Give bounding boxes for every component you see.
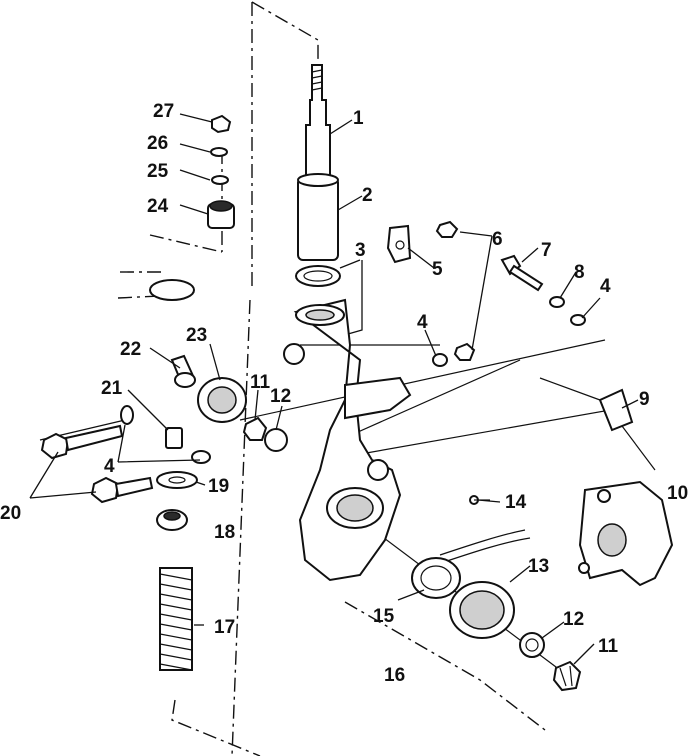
callout-13: 13 bbox=[528, 556, 549, 577]
washer-left bbox=[120, 405, 211, 464]
leader-lines bbox=[29, 113, 639, 665]
callout-20: 20 bbox=[0, 503, 21, 524]
bracket bbox=[386, 224, 412, 264]
dust-seal bbox=[411, 557, 461, 599]
callout-23: 23 bbox=[186, 325, 207, 346]
callout-1: 1 bbox=[353, 108, 364, 129]
callout-6: 6 bbox=[492, 229, 503, 250]
callout-4-mid: 4 bbox=[417, 312, 428, 333]
rubber-bushing bbox=[197, 377, 247, 423]
spacer-upper bbox=[264, 428, 288, 452]
callout-11-lower: 11 bbox=[598, 636, 619, 657]
brake-pad bbox=[598, 388, 634, 432]
callout-8: 8 bbox=[574, 262, 585, 283]
nut bbox=[435, 220, 459, 238]
grease-fitting bbox=[170, 354, 196, 388]
callout-14: 14 bbox=[505, 492, 527, 513]
callout-16: 16 bbox=[384, 665, 405, 686]
callout-9: 9 bbox=[639, 389, 650, 410]
callout-21: 21 bbox=[101, 378, 123, 399]
mount-plate bbox=[149, 279, 195, 301]
seal-ring bbox=[295, 265, 341, 287]
nut-lower bbox=[453, 342, 476, 361]
callout-25: 25 bbox=[147, 161, 169, 182]
callouts: 1 2 3 4 4 4 5 6 7 8 9 10 11 11 12 12 13 … bbox=[0, 101, 688, 686]
callout-2: 2 bbox=[362, 185, 373, 206]
callout-10: 10 bbox=[667, 483, 688, 504]
lock-washer-top bbox=[210, 147, 228, 157]
callout-26: 26 bbox=[147, 133, 168, 154]
callout-4-right: 4 bbox=[600, 276, 611, 297]
callout-4-left: 4 bbox=[104, 456, 115, 477]
strut-boot bbox=[297, 173, 339, 261]
washer-right bbox=[570, 314, 586, 326]
bearing bbox=[449, 581, 515, 639]
bolt-upper bbox=[40, 424, 124, 460]
strut-shaft bbox=[305, 64, 331, 176]
castle-nut-upper bbox=[242, 416, 268, 441]
callout-18: 18 bbox=[214, 522, 235, 543]
lock-washer bbox=[549, 296, 565, 308]
callout-7: 7 bbox=[541, 240, 552, 261]
callout-12-upper: 12 bbox=[270, 386, 291, 407]
coil-spring bbox=[159, 567, 193, 671]
bolt-lower bbox=[90, 476, 154, 504]
brake-caliper bbox=[578, 480, 674, 587]
callout-22: 22 bbox=[120, 339, 141, 360]
steering-knuckle bbox=[283, 298, 412, 582]
bushing-insert bbox=[165, 427, 183, 449]
callout-24: 24 bbox=[147, 196, 169, 217]
abs-sensor-wire bbox=[439, 529, 531, 563]
callout-5: 5 bbox=[432, 259, 443, 280]
washer-middle bbox=[432, 353, 448, 367]
callout-15: 15 bbox=[373, 606, 395, 627]
castle-nut-lower bbox=[552, 660, 582, 692]
callout-12-lower: 12 bbox=[563, 609, 584, 630]
spring-retainer bbox=[156, 509, 188, 531]
washer-top bbox=[211, 175, 229, 185]
callout-3: 3 bbox=[355, 240, 366, 261]
callout-11-upper: 11 bbox=[250, 372, 271, 393]
callout-19: 19 bbox=[208, 476, 229, 497]
callout-17: 17 bbox=[214, 617, 235, 638]
spacer-lower bbox=[519, 632, 545, 658]
sleeve bbox=[207, 200, 235, 229]
callout-27: 27 bbox=[153, 101, 174, 122]
bolt bbox=[500, 254, 544, 292]
top-nut bbox=[211, 114, 232, 134]
spring-seat-washer bbox=[156, 471, 198, 489]
